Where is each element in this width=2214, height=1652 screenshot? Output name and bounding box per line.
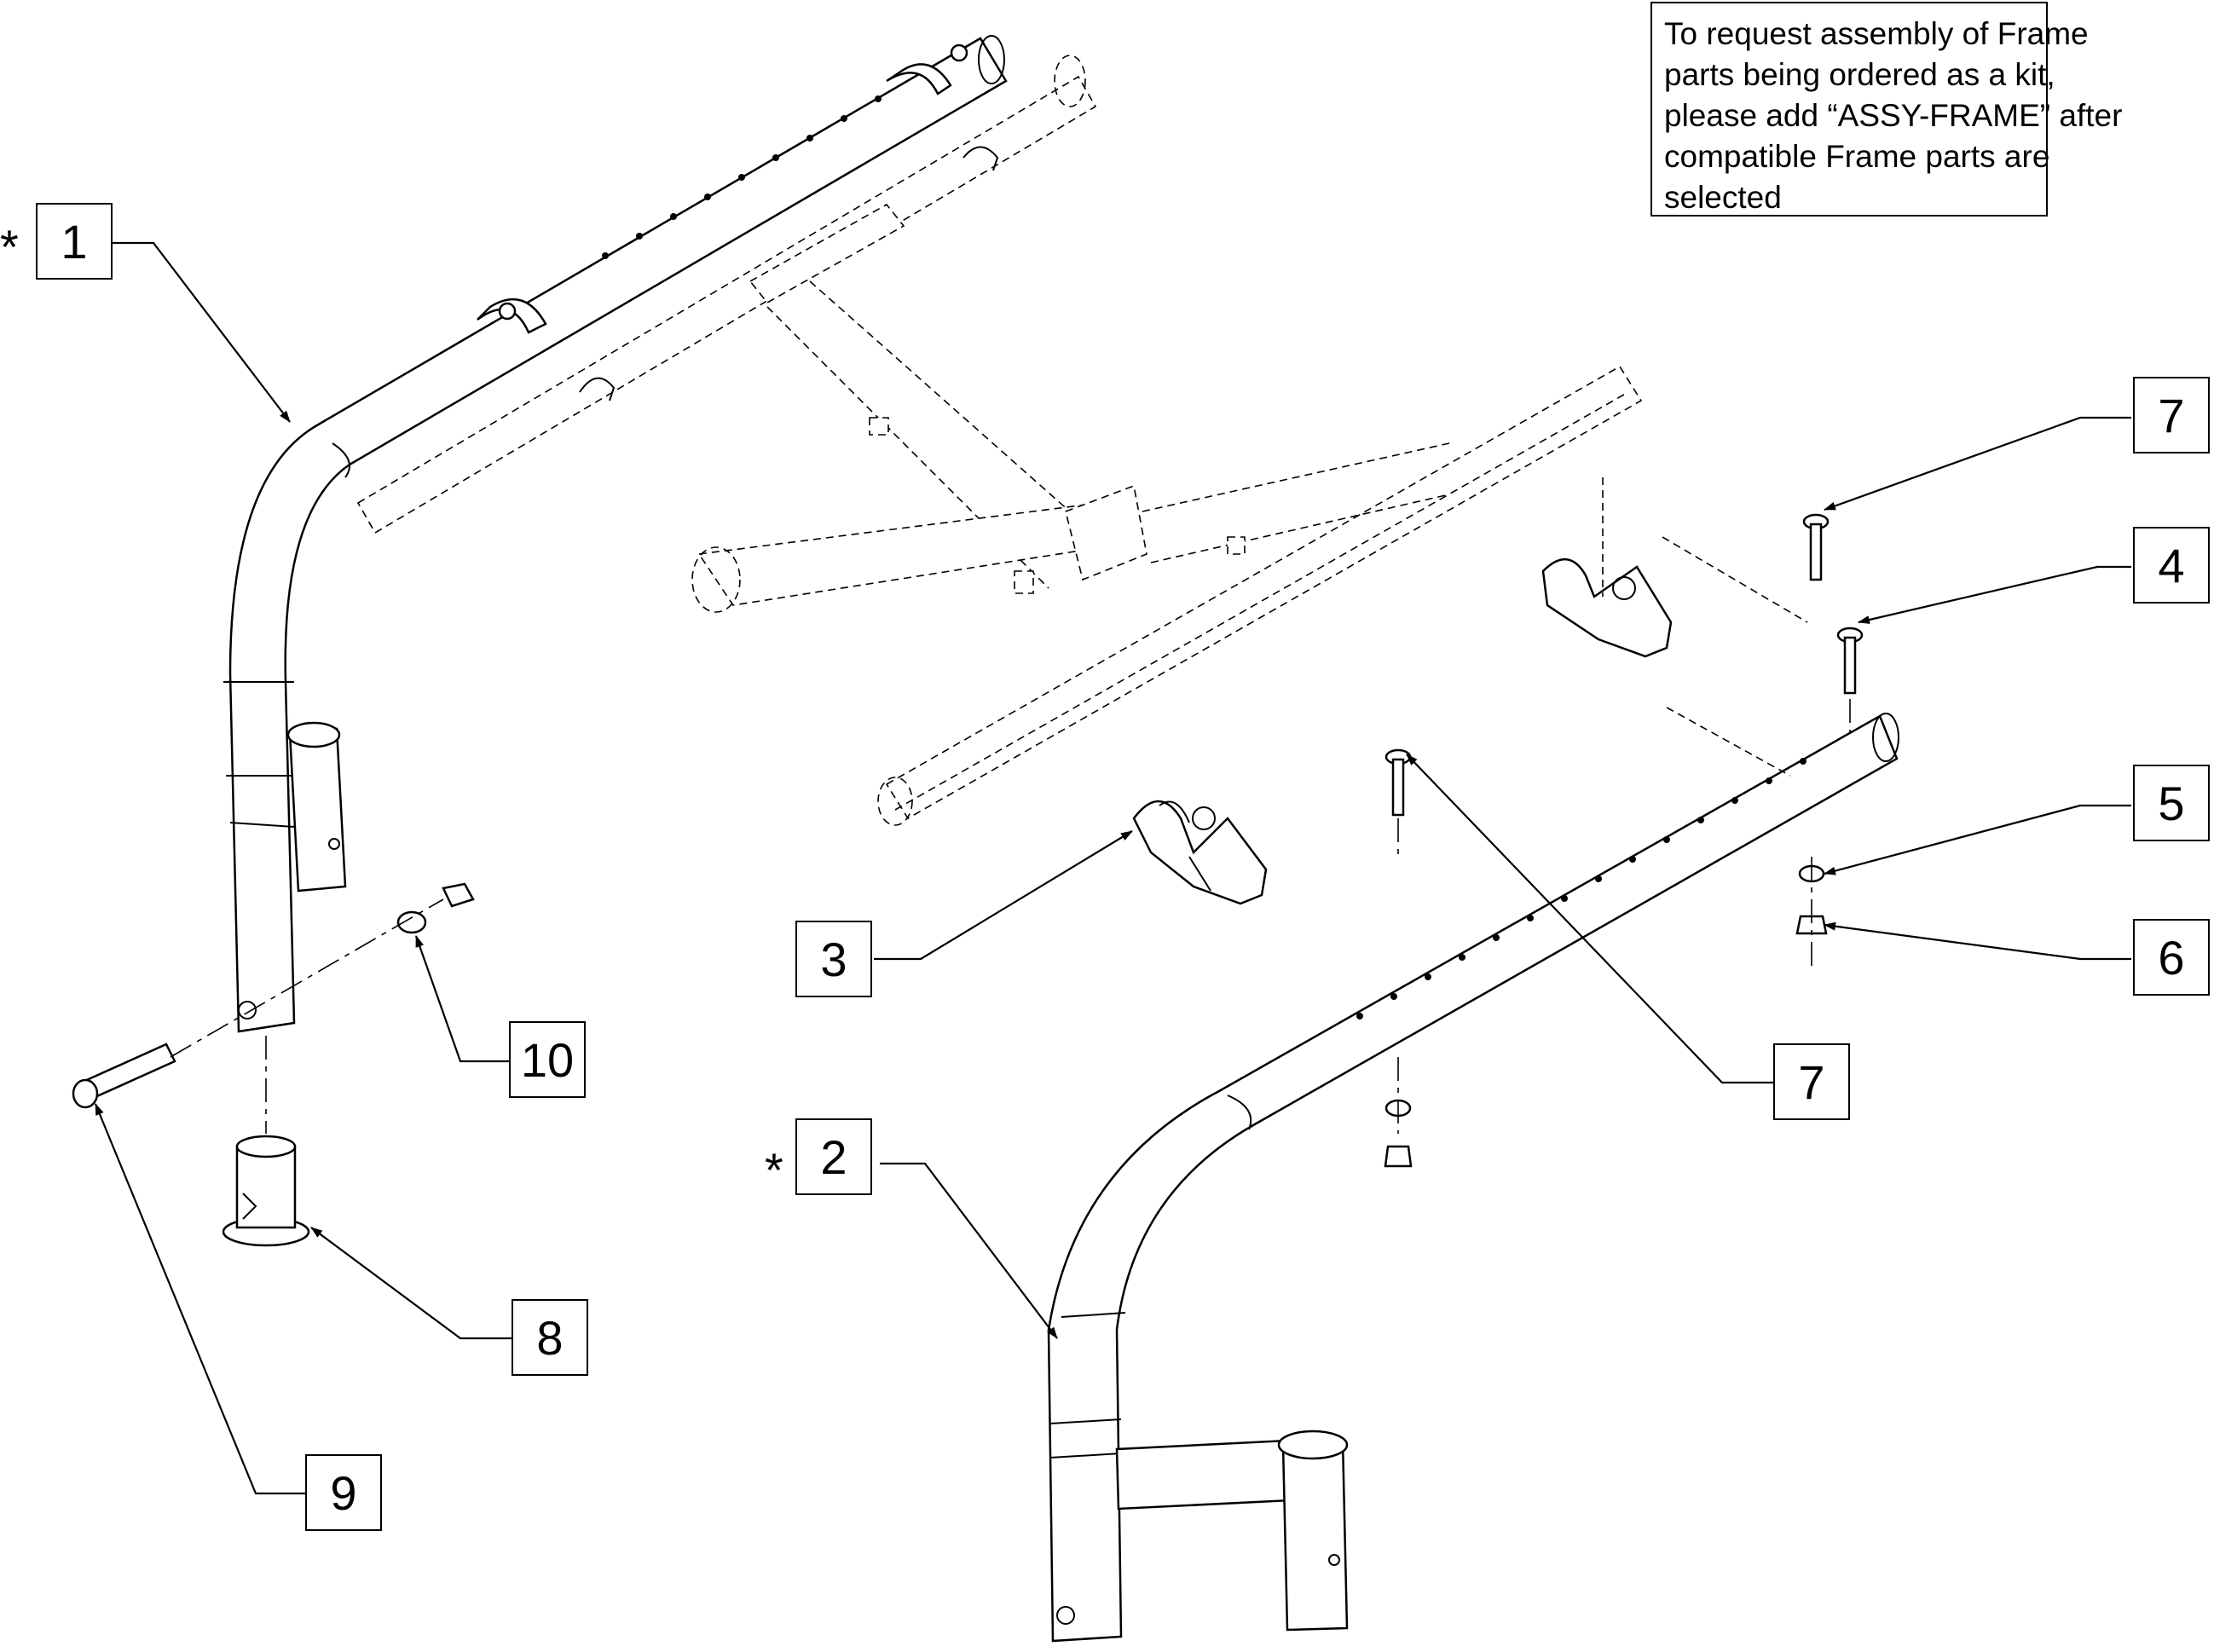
ghost-frame-assembly [356, 55, 1643, 826]
callout-10: 10 [509, 1021, 586, 1098]
part-8-bushing [222, 1135, 310, 1247]
note-line: please add “ASSY-FRAME” after [1664, 98, 2123, 133]
callout-1: 1 [36, 203, 113, 280]
hardware-centerlines [1397, 699, 1851, 1134]
part-2-adjustment-holes [1356, 758, 1806, 1020]
part-1-left-frame-tube [223, 35, 1008, 1033]
part-9-bolt [72, 1043, 176, 1109]
part-1-adjustment-holes [602, 95, 882, 259]
part-2-right-frame-tube [1047, 713, 1899, 1643]
part-10-washer-nut [170, 882, 475, 1134]
callout-3: 3 [795, 921, 872, 997]
callout-4: 4 [2133, 527, 2210, 604]
callout-9: 9 [305, 1454, 382, 1531]
bolt-7-upper [1802, 513, 1830, 581]
callout-8: 8 [512, 1299, 588, 1376]
clamp-right [1541, 477, 1808, 777]
callout-2: 2 [795, 1118, 872, 1195]
asterisk-part-1: * [0, 220, 19, 274]
asterisk-part-2: * [765, 1143, 783, 1197]
bolt-4 [1836, 627, 1864, 695]
leader-lines [94, 241, 2131, 1495]
callout-6: 6 [2133, 919, 2210, 996]
note-line: selected [1664, 180, 1782, 215]
note-line: parts being ordered as a kit, [1664, 57, 2055, 92]
part-3-clamp-left [1132, 800, 1268, 905]
bolt-7-lower [1384, 748, 1412, 817]
note-line: compatible Frame parts are [1664, 139, 2050, 174]
assembly-note: To request assembly of Frame parts being… [1650, 2, 2123, 217]
callout-7-lower: 7 [1773, 1043, 1850, 1120]
note-line: To request assembly of Frame [1664, 16, 2089, 51]
callout-7-upper: 7 [2133, 377, 2210, 453]
callout-5: 5 [2133, 765, 2210, 841]
nut-6 [1795, 915, 1828, 935]
